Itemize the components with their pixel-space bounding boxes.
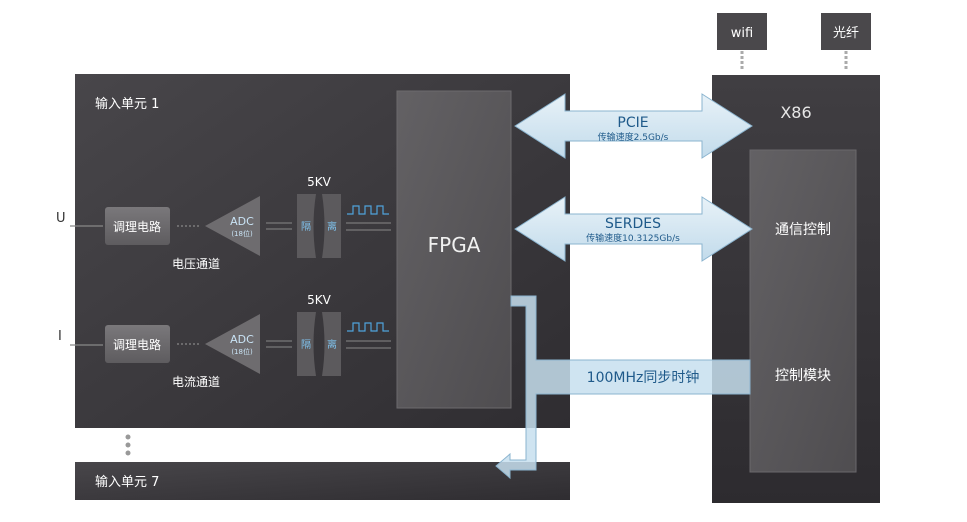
- current-isolator-right: [322, 312, 341, 376]
- voltage-channel: U 调理电路 ADC (18位) 5KV 隔 离 电压通道: [56, 175, 391, 271]
- current-isolation-voltage: 5KV: [307, 293, 332, 307]
- control-module-label: 控制模块: [775, 368, 831, 384]
- input-unit-7: 输入单元 7: [75, 462, 570, 500]
- voltage-conditioning-label: 调理电路: [113, 219, 161, 234]
- voltage-adc-label: ADC: [230, 215, 254, 228]
- current-isolator-left: [297, 312, 316, 376]
- pcie-arrow: [514, 93, 753, 159]
- serdes-name: SERDES: [605, 216, 661, 232]
- current-iso-right-char: 离: [327, 338, 337, 351]
- fpga-block: FPGA: [396, 90, 512, 409]
- input-unit-7-title: 输入单元 7: [95, 474, 159, 490]
- x86-panel: X86 通信控制 控制模块: [712, 75, 880, 503]
- serdes-arrow: [514, 196, 753, 262]
- pcie-link: PCIE 传输速度2.5Gb/s: [514, 93, 753, 159]
- fiber-label: 光纤: [833, 26, 859, 41]
- serdes-link: SERDES 传输速度10.3125Gb/s: [514, 196, 753, 262]
- fpga-label: FPGA: [428, 233, 481, 257]
- current-conditioning-label: 调理电路: [113, 337, 161, 352]
- sync-clock-path: 100MHz同步时钟: [495, 295, 751, 480]
- current-channel: I 调理电路 ADC (18位) 5KV 隔 离 电流通道: [58, 293, 391, 389]
- current-conditioning-box: [105, 325, 170, 363]
- current-iso-left-char: 隔: [301, 339, 311, 351]
- unit-ellipsis: [125, 434, 131, 456]
- sync-clock-label: 100MHz同步时钟: [587, 369, 700, 386]
- pcie-speed: 传输速度2.5Gb/s: [598, 131, 669, 143]
- current-channel-label: 电流通道: [172, 375, 220, 389]
- sync-clock-arrow: [495, 295, 751, 480]
- voltage-isolator-left: [297, 194, 316, 258]
- voltage-adc-triangle: [205, 196, 260, 256]
- wifi-box: wifi: [717, 13, 767, 70]
- voltage-isolator-right: [322, 194, 341, 258]
- voltage-conditioning-box: [105, 207, 170, 245]
- x86-inner-panel: [749, 149, 857, 473]
- input-unit-1-title: 输入单元 1: [95, 96, 159, 112]
- fiber-box: 光纤: [821, 13, 871, 70]
- voltage-channel-label: 电压通道: [172, 257, 220, 271]
- voltage-isolation-voltage: 5KV: [307, 175, 332, 189]
- current-adc-label: ADC: [230, 333, 254, 346]
- pcie-name: PCIE: [617, 115, 648, 131]
- comm-control-label: 通信控制: [775, 222, 831, 238]
- current-pulse-signal: [347, 322, 389, 332]
- i-input-label: I: [58, 329, 62, 344]
- serdes-speed: 传输速度10.3125Gb/s: [586, 232, 680, 244]
- wifi-label: wifi: [731, 26, 753, 41]
- voltage-adc-bits: (18位): [231, 229, 253, 238]
- current-adc-bits: (18位): [231, 347, 253, 356]
- voltage-iso-left-char: 隔: [301, 221, 311, 233]
- x86-title: X86: [780, 103, 811, 122]
- current-adc-triangle: [205, 314, 260, 374]
- voltage-pulse-signal: [347, 205, 389, 215]
- u-input-label: U: [56, 211, 66, 226]
- voltage-iso-right-char: 离: [327, 220, 337, 233]
